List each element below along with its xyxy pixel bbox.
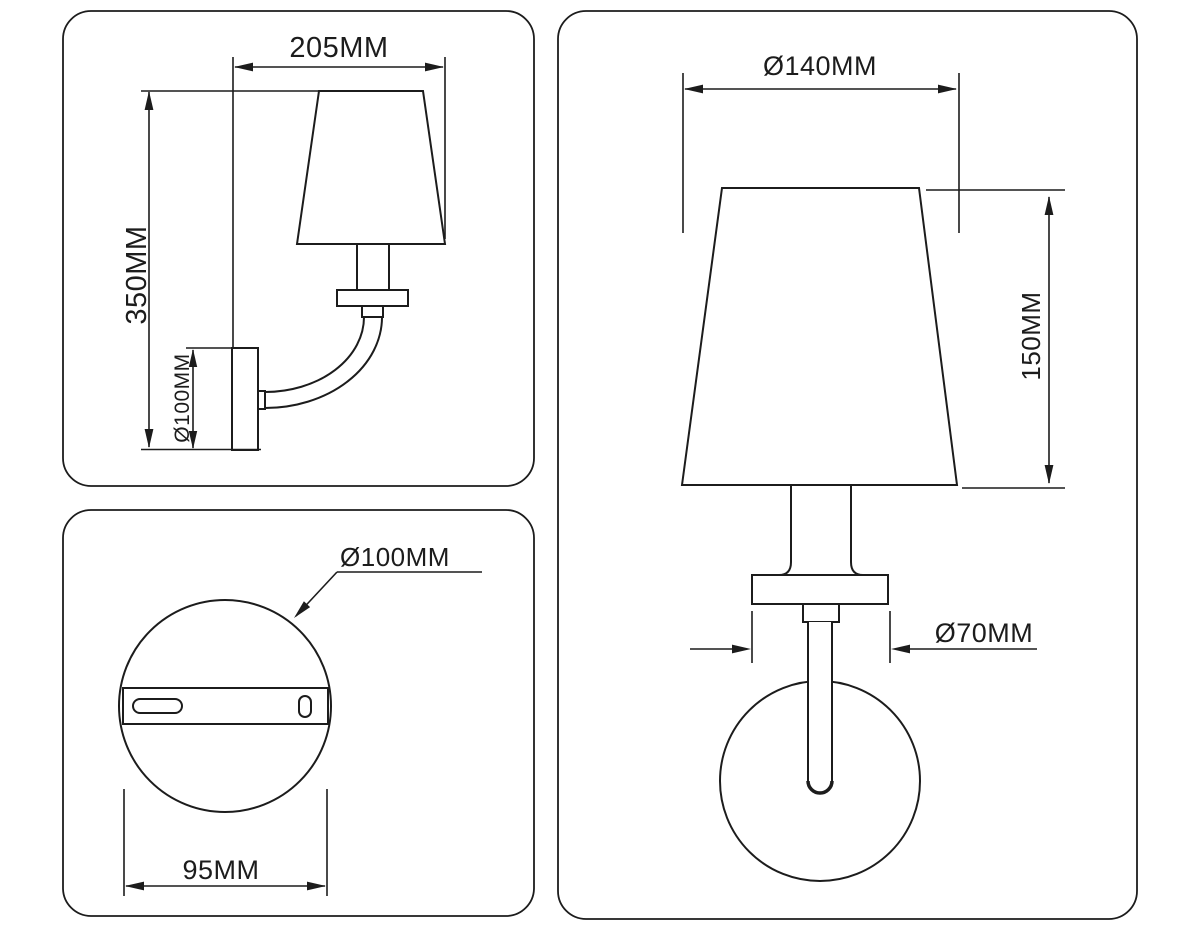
collar-neck bbox=[802, 603, 840, 623]
arrowhead-right-icon bbox=[425, 62, 444, 72]
panel-side-view: 205MM 350MM Ø100MM bbox=[62, 10, 535, 487]
mounting-slot-right bbox=[298, 695, 312, 718]
arrowhead-down-icon bbox=[188, 431, 198, 449]
dim-label-shade-diameter: Ø140MM bbox=[763, 51, 877, 81]
lampshade-side-outline bbox=[295, 90, 447, 245]
panel-border bbox=[62, 509, 535, 917]
arrowhead-right-icon bbox=[307, 881, 326, 891]
panel-border bbox=[62, 10, 535, 487]
arrowhead-left-icon bbox=[234, 62, 253, 72]
arrowhead-down-icon bbox=[1044, 465, 1054, 484]
panel-border bbox=[557, 10, 1138, 920]
mounting-bracket-bar bbox=[122, 687, 329, 725]
dim-label-base-diameter: Ø70MM bbox=[935, 618, 1034, 648]
backplate-circle bbox=[118, 599, 332, 813]
collar-disc bbox=[336, 289, 409, 307]
arm-rod-mask bbox=[808, 622, 832, 793]
arm-rod-end-cap bbox=[806, 780, 834, 795]
wall-plate-side bbox=[231, 347, 259, 451]
candle-tube-left bbox=[778, 485, 792, 576]
collar-neck bbox=[361, 305, 384, 318]
curved-arm-outer bbox=[264, 316, 383, 409]
arrowhead-left-icon bbox=[684, 84, 703, 94]
arrowhead-left-icon bbox=[891, 644, 910, 654]
arrowhead-up-icon bbox=[188, 349, 198, 367]
collar-disc bbox=[751, 574, 889, 605]
dim-label-height: 350MM bbox=[121, 225, 153, 324]
arrowhead-down-icon bbox=[144, 429, 154, 448]
panel-backplate-view: Ø100MM 95MM bbox=[62, 509, 535, 917]
arm-wall-stub bbox=[257, 390, 266, 410]
dim-label-plate-diameter: Ø100MM bbox=[171, 353, 194, 442]
dim-label-mount-spacing: 95MM bbox=[182, 855, 259, 885]
mounting-slot-left bbox=[132, 698, 183, 714]
arrowhead-up-icon bbox=[144, 91, 154, 110]
dim-label-plate-diameter: Ø100MM bbox=[340, 542, 450, 572]
candle-tube-right bbox=[850, 485, 864, 576]
dim-label-shade-height: 150MM bbox=[1016, 291, 1046, 380]
candle-tube bbox=[356, 243, 390, 291]
arrowhead-up-icon bbox=[1044, 196, 1054, 215]
arrowhead-left-icon bbox=[125, 881, 144, 891]
panel-front-view: Ø140MM 150MM Ø70MM bbox=[557, 10, 1138, 920]
arrowhead-leader-icon bbox=[294, 601, 311, 618]
arrowhead-right-icon bbox=[938, 84, 957, 94]
arrowhead-right-icon bbox=[732, 644, 751, 654]
dim-label-width: 205MM bbox=[289, 32, 388, 64]
lampshade-front-outline bbox=[680, 187, 959, 486]
curved-arm-inner bbox=[264, 316, 365, 393]
